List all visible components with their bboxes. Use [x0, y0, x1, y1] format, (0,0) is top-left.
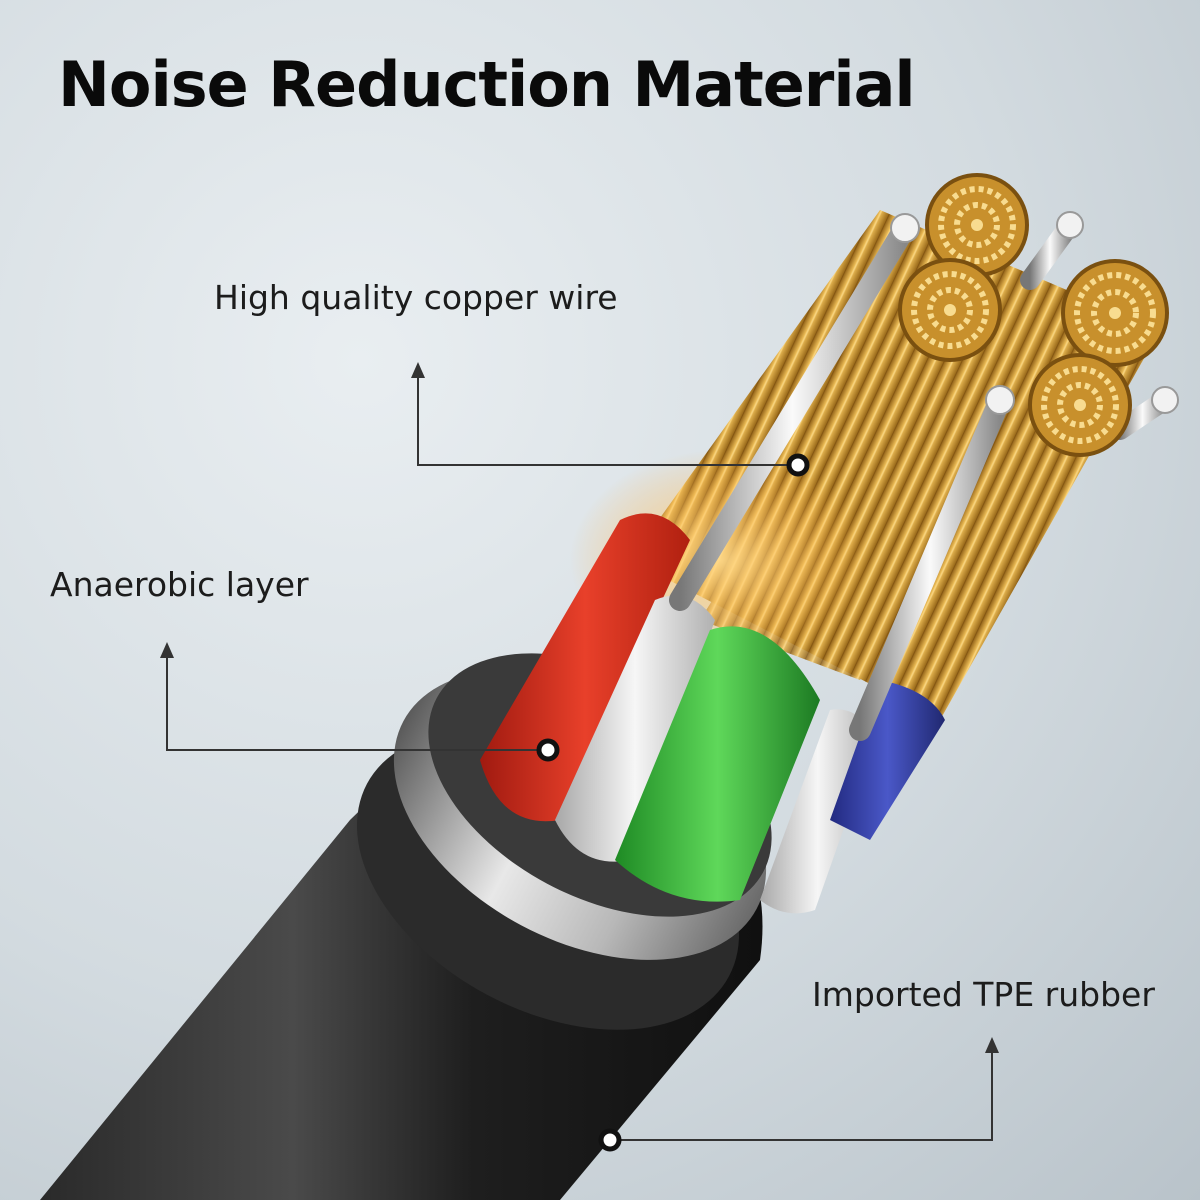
conductor-end-1 — [925, 173, 1029, 277]
white-insulation-left — [555, 595, 715, 862]
conductor-ends — [898, 173, 1169, 457]
callout-dot — [598, 1128, 622, 1152]
green-insulation — [615, 626, 820, 902]
blue-insulation — [830, 680, 945, 840]
arrow-up-icon — [411, 362, 425, 378]
callout-copper-line — [411, 362, 810, 477]
white-insulation-right — [760, 709, 875, 914]
arrow-up-icon — [985, 1037, 999, 1053]
callout-dot — [786, 453, 810, 477]
copper-wire-label: High quality copper wire — [214, 278, 618, 317]
anaerobic-layer-label: Anaerobic layer — [50, 565, 309, 604]
callout-anaerobic-line — [160, 642, 560, 762]
arrow-up-icon — [160, 642, 174, 658]
conductor-end-2 — [898, 258, 1002, 362]
conductor-end-4 — [1028, 353, 1132, 457]
conductor-end-3 — [1061, 259, 1169, 367]
red-insulation — [480, 513, 690, 822]
tpe-rubber-label: Imported TPE rubber — [812, 975, 1155, 1014]
callout-dot — [536, 738, 560, 762]
callout-tpe-line — [598, 1037, 999, 1152]
page-title: Noise Reduction Material — [58, 48, 916, 121]
